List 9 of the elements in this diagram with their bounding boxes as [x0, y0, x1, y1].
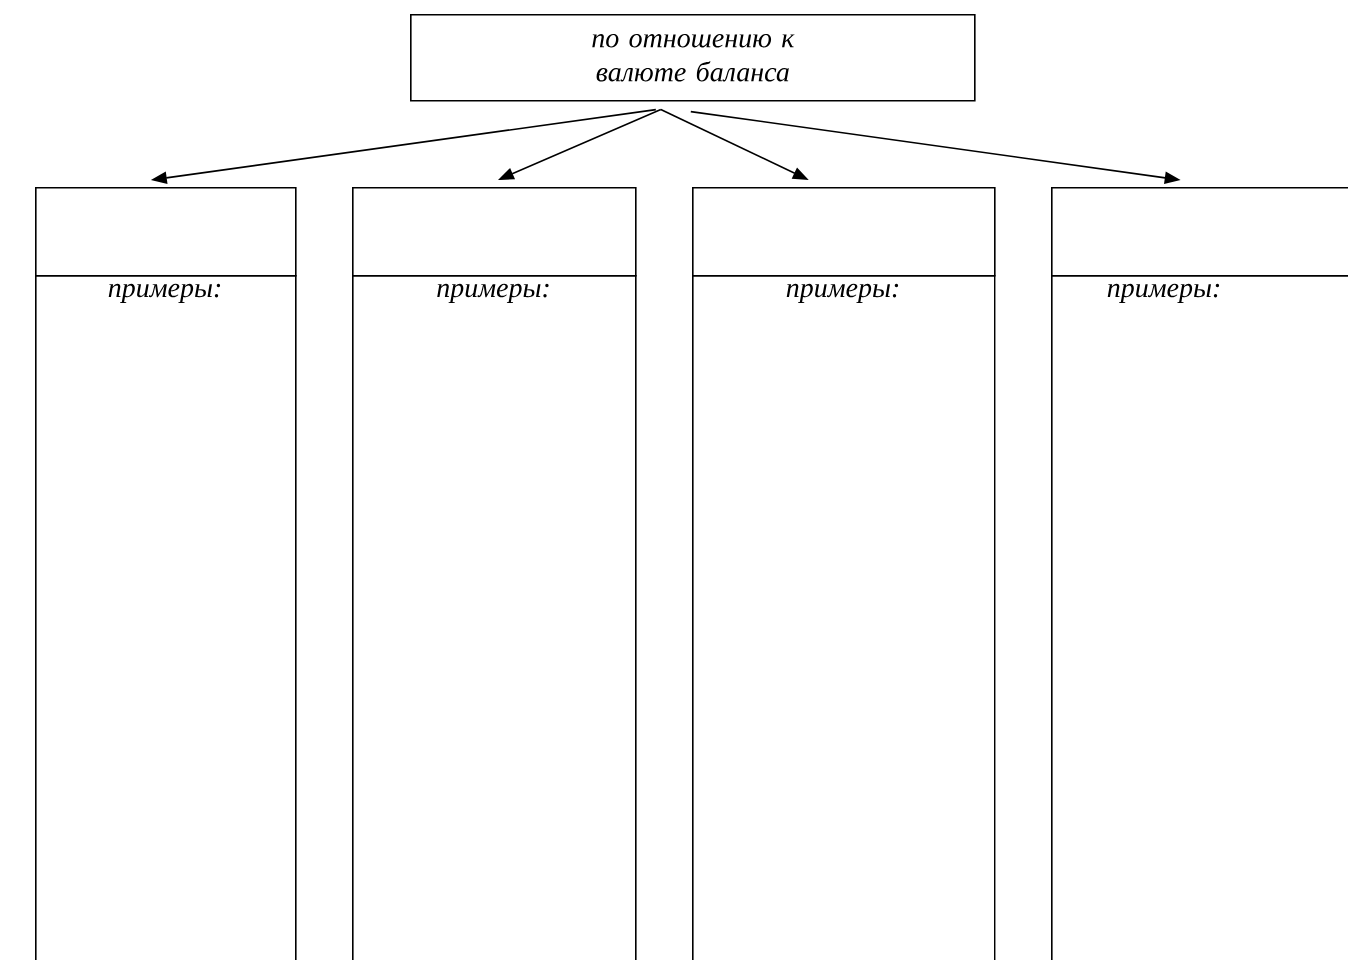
empty-box [35, 187, 297, 277]
empty-box [352, 187, 637, 277]
examples-box: примеры: [692, 275, 996, 960]
empty-box [692, 187, 996, 277]
examples-box: примеры: [35, 275, 297, 960]
heading-box: по отношению к валюте баланса [410, 14, 976, 102]
examples-box: примеры: [1051, 275, 1348, 960]
examples-box: примеры: [352, 275, 637, 960]
empty-box [1051, 187, 1348, 277]
